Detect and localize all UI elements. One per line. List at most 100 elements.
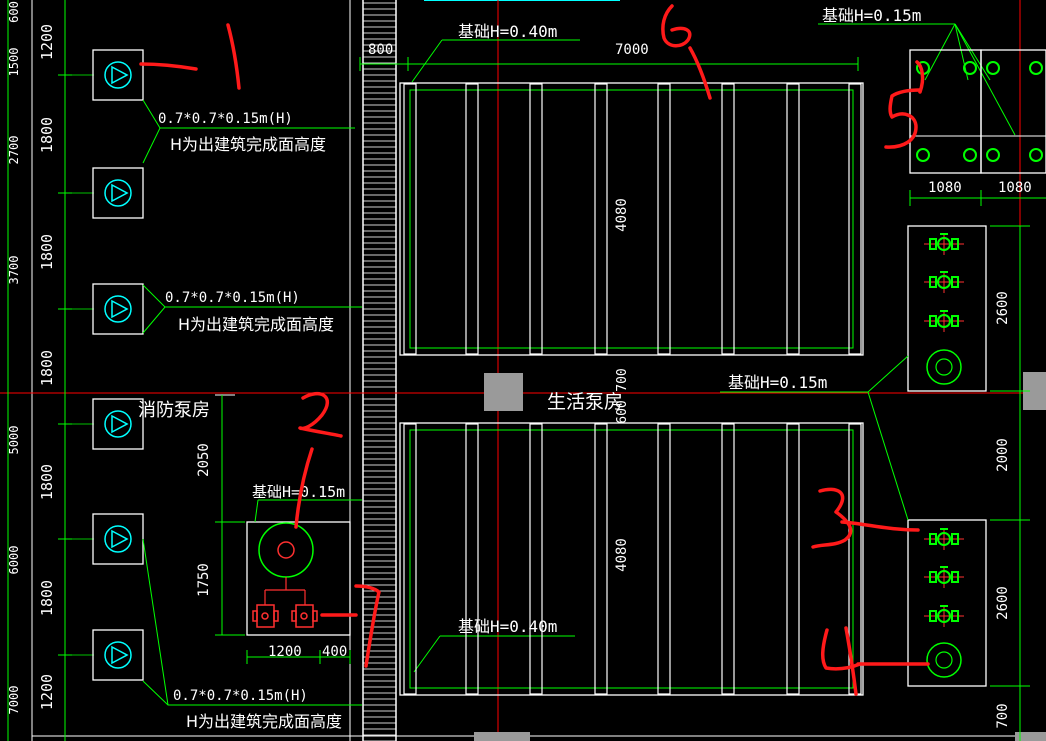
fire-pump-room-label: 消防泵房 — [138, 400, 210, 421]
dim-left-3: 1800 — [38, 234, 56, 270]
svg-text:0.7*0.7*0.15m(H): 0.7*0.7*0.15m(H) — [173, 688, 308, 704]
structural-column — [474, 732, 530, 741]
left-dimension-chain: 1200 1800 1800 1800 1800 1800 1200 600 1… — [7, 0, 94, 741]
valve-icon — [923, 565, 965, 589]
foundation-note-1: 0.7*0.7*0.15m(H) H为出建筑完成面高度 — [158, 111, 326, 154]
tank-beam — [403, 423, 417, 695]
domestic-pump-set-upper — [907, 225, 987, 392]
dim-right-v2: 2000 — [995, 438, 1011, 472]
dim-tank-gap-overlap: 600 — [615, 400, 630, 423]
dim-right-top-1: 1080 — [928, 180, 962, 196]
dim-tank-height-bottom: 4080 — [614, 538, 630, 572]
tank-beam — [786, 423, 800, 695]
hatched-wall — [363, 0, 396, 741]
handwritten-mark-1 — [139, 23, 241, 90]
tank-beam — [465, 83, 479, 355]
valve-icon — [923, 604, 965, 628]
handwritten-markup — [139, 4, 930, 696]
foundation-note-2: 0.7*0.7*0.15m(H) H为出建筑完成面高度 — [165, 290, 334, 334]
pressure-tank-icon — [258, 522, 314, 578]
domestic-water-tank — [399, 422, 864, 696]
dim-left-6: 1800 — [38, 580, 56, 616]
handwritten-mark-3 — [811, 487, 920, 549]
dim-left-1: 1200 — [38, 24, 56, 60]
valve-icon — [923, 270, 965, 294]
svg-text:3700: 3700 — [7, 256, 21, 285]
svg-text:H为出建筑完成面高度: H为出建筑完成面高度 — [186, 712, 342, 731]
svg-text:5000: 5000 — [7, 426, 21, 455]
tank-beam — [657, 83, 671, 355]
tank-beam — [721, 423, 735, 695]
dim-tank-gap: 700 — [615, 368, 630, 391]
structural-column — [484, 373, 523, 411]
pump-foundation — [246, 521, 351, 636]
structure — [31, 0, 1046, 741]
pump-unit-icon — [252, 604, 279, 628]
pump-set-foundation — [907, 225, 987, 392]
dim-left-7: 1200 — [38, 674, 56, 710]
dim-tank-height-top: 4080 — [614, 198, 630, 232]
handwritten-mark-7 — [320, 584, 381, 668]
svg-text:0.7*0.7*0.15m(H): 0.7*0.7*0.15m(H) — [165, 290, 300, 306]
handwritten-mark-6 — [661, 4, 712, 100]
fire-pump-group — [92, 49, 144, 681]
foundation-label-right-mid-group: 基础H=0.15m — [720, 355, 909, 521]
fire-pump-icon — [92, 167, 144, 219]
foundation-label-right-mid: 基础H=0.15m — [728, 373, 827, 392]
structural-column — [1015, 732, 1046, 741]
svg-text:1500: 1500 — [7, 48, 21, 77]
tank-beam — [403, 83, 417, 355]
svg-text:H为出建筑完成面高度: H为出建筑完成面高度 — [170, 135, 326, 154]
dim-left-2: 1800 — [38, 117, 56, 153]
handwritten-mark-5 — [884, 60, 925, 149]
valve-icon — [923, 232, 965, 256]
right-dimension-chain: 2600 2000 2600 700 — [990, 225, 1030, 741]
domestic-pump-room-label: 生活泵房 — [547, 391, 623, 413]
svg-text:0.7*0.7*0.15m(H): 0.7*0.7*0.15m(H) — [158, 111, 293, 127]
dim-right-v1: 2600 — [995, 291, 1011, 325]
tank-beams — [403, 83, 862, 355]
valve-icon — [923, 309, 965, 333]
tank-beam — [786, 83, 800, 355]
pump-unit-icon — [291, 604, 318, 628]
tank-beam — [529, 423, 543, 695]
tank-beams — [403, 423, 862, 695]
tank-beam — [848, 83, 862, 355]
pump-set-foundation — [907, 519, 987, 687]
tank-beam — [721, 83, 735, 355]
dim-fire-v2: 1750 — [196, 563, 212, 597]
dim-tank-width: 7000 — [615, 42, 649, 58]
dim-fire-h2: 400 — [322, 644, 347, 660]
dim-tank-offset: 800 — [368, 42, 393, 58]
dim-fire-h1: 1200 — [268, 644, 302, 660]
tank-beam — [465, 423, 479, 695]
tank-beam — [529, 83, 543, 355]
dim-left-4: 1800 — [38, 350, 56, 386]
dim-right-top-2: 1080 — [998, 180, 1032, 196]
valve-icon — [923, 527, 965, 551]
leader-lines — [142, 99, 362, 706]
tank-beam — [657, 423, 671, 695]
fire-pump-icon — [92, 629, 144, 681]
fire-pump-icon — [92, 513, 144, 565]
structural-column — [1023, 372, 1046, 410]
handwritten-mark-2 — [294, 392, 343, 529]
domestic-tank-dimensions: 800 7000 基础H=0.40m 基础H=0.40m — [359, 22, 859, 673]
foundation-note-3: 0.7*0.7*0.15m(H) H为出建筑完成面高度 — [173, 688, 342, 731]
domestic-pump-set-lower — [907, 519, 987, 687]
svg-text:2700: 2700 — [7, 136, 21, 165]
dim-right-v3: 2600 — [995, 586, 1011, 620]
fire-pump-icon — [92, 398, 144, 450]
tank-beam — [594, 423, 608, 695]
tank-icon — [926, 642, 962, 678]
fire-pump-skid: 2050 1750 1200 400 基础H=0.15m — [196, 394, 362, 664]
handwritten-mark-4 — [821, 626, 930, 696]
svg-text:H为出建筑完成面高度: H为出建筑完成面高度 — [178, 315, 334, 334]
svg-text:7000: 7000 — [7, 686, 21, 715]
left-edge-fragments: 600 1500 2700 3700 5000 6000 7000 — [7, 0, 21, 741]
foundation-label-tank-bottom: 基础H=0.40m — [458, 617, 557, 636]
domestic-water-tank — [399, 82, 864, 356]
right-top-foundations: 基础H=0.15m 1080 1080 — [818, 6, 1046, 206]
tank-icon — [926, 349, 962, 385]
